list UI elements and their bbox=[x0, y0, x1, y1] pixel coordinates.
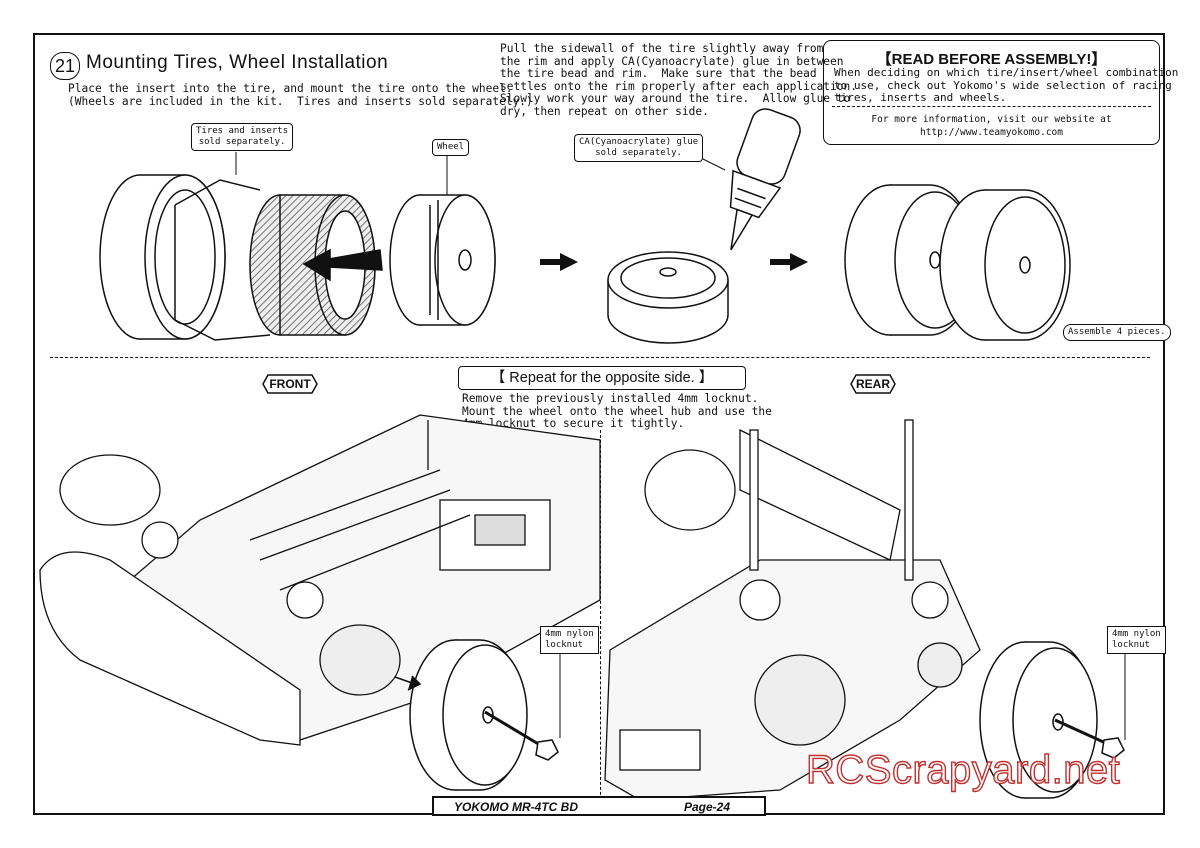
rear-wheel-drawing bbox=[979, 641, 1125, 799]
tires-inserts-label: Tires and inserts sold separately. bbox=[191, 123, 294, 151]
finished-tires-drawing bbox=[844, 184, 1071, 341]
rear-label: REAR bbox=[855, 377, 890, 391]
locknut-label-left: 4mm nylon locknut bbox=[540, 626, 599, 654]
tire-drawing bbox=[99, 174, 226, 340]
divider bbox=[832, 106, 1151, 107]
locknut-leader-lines bbox=[559, 650, 1126, 740]
footer-model: YOKOMO MR-4TC BD bbox=[454, 800, 578, 814]
step-arrows bbox=[540, 253, 808, 271]
read-box-title: 【READ BEFORE ASSEMBLY!】 bbox=[876, 51, 1107, 68]
read-before-assembly-box: 【READ BEFORE ASSEMBLY!】 When deciding on… bbox=[823, 40, 1178, 145]
step-instruction: Place the insert into the tire, and moun… bbox=[68, 82, 533, 108]
footer-bar: YOKOMO MR-4TC BD Page-24 bbox=[432, 796, 766, 816]
front-tag: FRONT bbox=[262, 374, 318, 394]
footer-page: Page-24 bbox=[684, 800, 731, 814]
ca-glue-label: CA(Cyanoacrylate) glue sold separately. bbox=[574, 134, 704, 162]
center-divider bbox=[600, 430, 601, 815]
insert-drawing bbox=[174, 179, 383, 341]
locknut-label-right: 4mm nylon locknut bbox=[1107, 626, 1166, 654]
repeat-instructions: Remove the previously installed 4mm lock… bbox=[462, 392, 772, 431]
glue-bottle-drawing bbox=[729, 108, 801, 251]
step-number: 21 bbox=[50, 52, 80, 80]
front-wheel-drawing bbox=[394, 639, 559, 791]
wheel-label: Wheel bbox=[432, 139, 470, 156]
read-box-info: For more information, visit our website … bbox=[871, 114, 1112, 138]
read-box-body: When deciding on which tire/insert/wheel… bbox=[834, 66, 1179, 104]
watermark: RCScrapyard.net bbox=[805, 747, 1121, 792]
glued-tire-drawing bbox=[607, 251, 729, 344]
section-divider bbox=[50, 357, 1150, 358]
wheel-drawing bbox=[389, 194, 496, 326]
step-title: Mounting Tires, Wheel Installation bbox=[86, 52, 389, 73]
repeat-title: 【 Repeat for the opposite side. 】 bbox=[458, 366, 746, 390]
assemble-label: Assemble 4 pieces. bbox=[1063, 324, 1171, 341]
rear-chassis-drawing bbox=[604, 419, 981, 801]
front-label: FRONT bbox=[269, 377, 311, 391]
rear-tag: REAR bbox=[850, 374, 896, 394]
